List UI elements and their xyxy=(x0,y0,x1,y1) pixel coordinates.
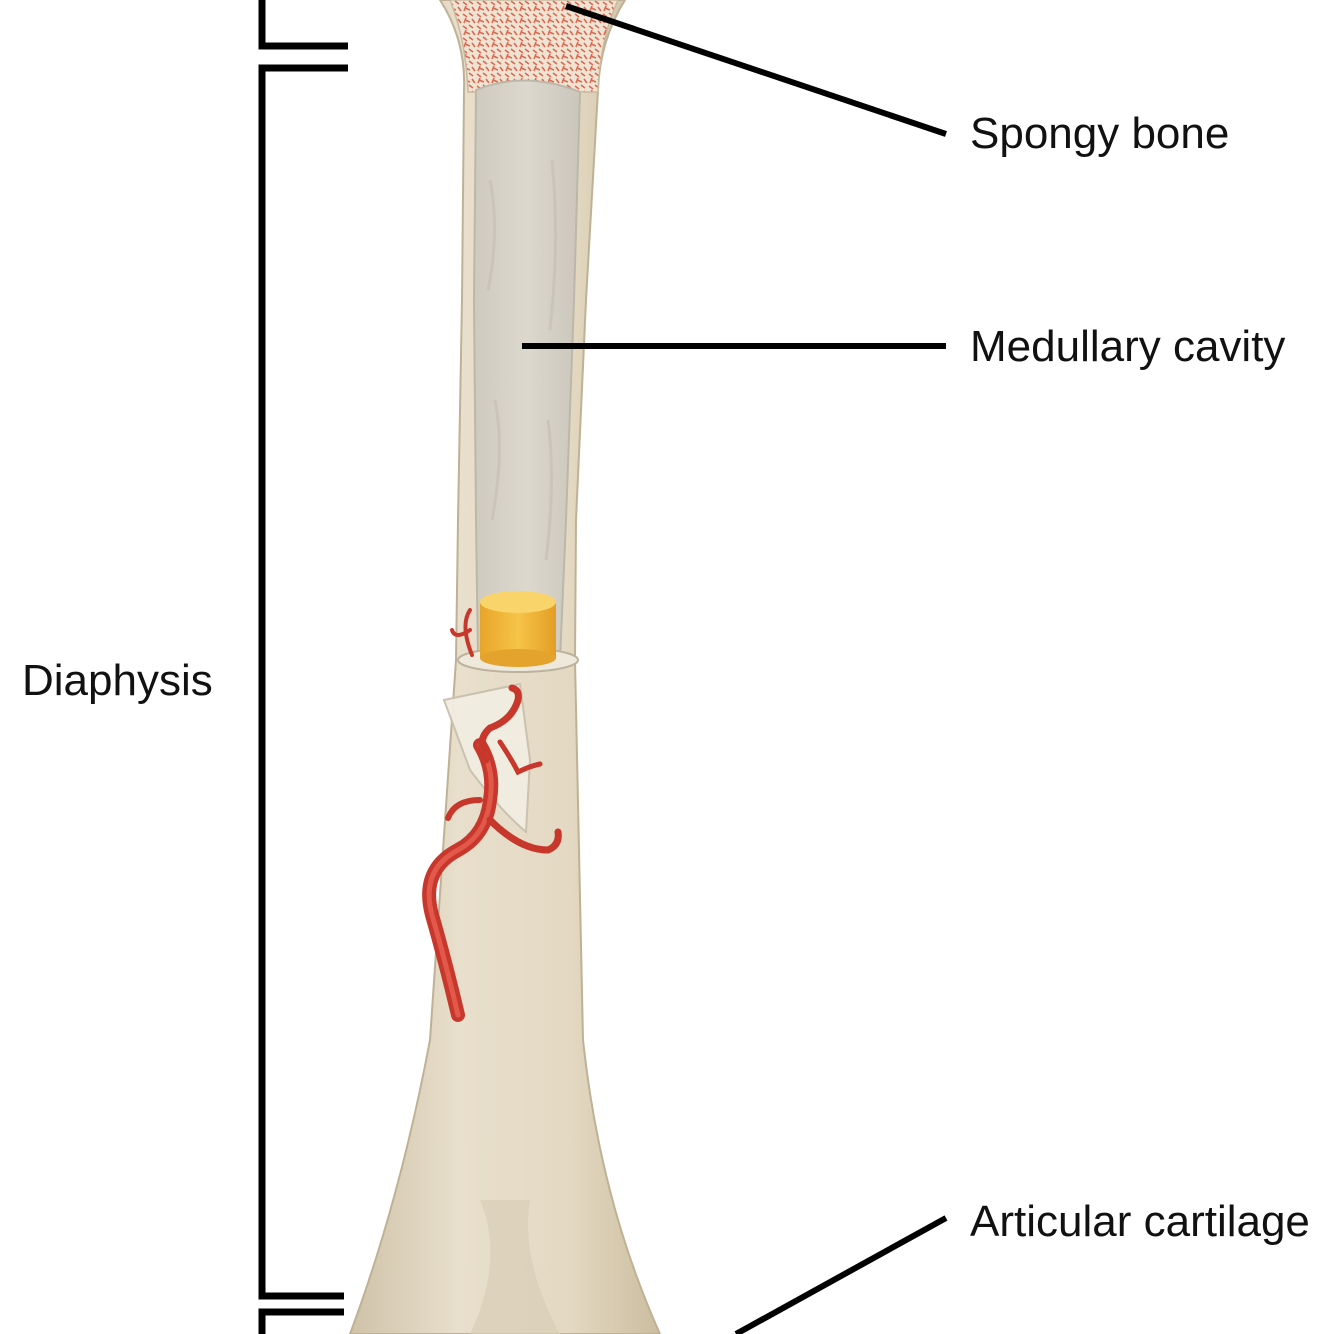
diaphysis-bracket xyxy=(262,0,348,1334)
spongy-bone-leader xyxy=(566,6,946,134)
medullary-cavity-label: Medullary cavity xyxy=(970,325,1285,369)
medullary-cavity-region xyxy=(474,80,580,660)
yellow-marrow-top xyxy=(480,591,556,613)
diaphysis-label: Diaphysis xyxy=(22,659,213,703)
spongy-bone-label: Spongy bone xyxy=(970,112,1229,156)
articular-cartilage-leader xyxy=(736,1218,946,1334)
yellow-marrow-bottom xyxy=(480,649,556,667)
articular-cartilage-label: Articular cartilage xyxy=(970,1200,1310,1244)
